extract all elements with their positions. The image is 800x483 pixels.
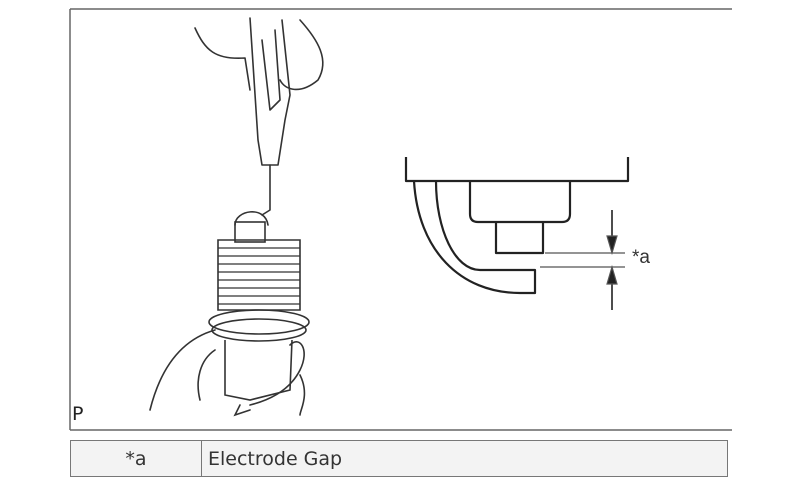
legend-table: *a Electrode Gap [70,440,728,477]
spark-plug [208,221,310,401]
table-row: *a Electrode Gap [70,440,728,477]
legend-code: *a [70,440,202,477]
arrow-down-icon [606,235,618,256]
legend-description: Electrode Gap [201,440,728,477]
arrow-up-icon [606,264,618,285]
gauge-and-hand [194,17,324,226]
electrode-detail [404,157,630,295]
figure-label: P [72,403,84,425]
figure-frame [69,8,732,431]
gap-callout: *a [632,247,650,268]
holding-hand [149,329,306,417]
gap-dimension [540,210,625,310]
